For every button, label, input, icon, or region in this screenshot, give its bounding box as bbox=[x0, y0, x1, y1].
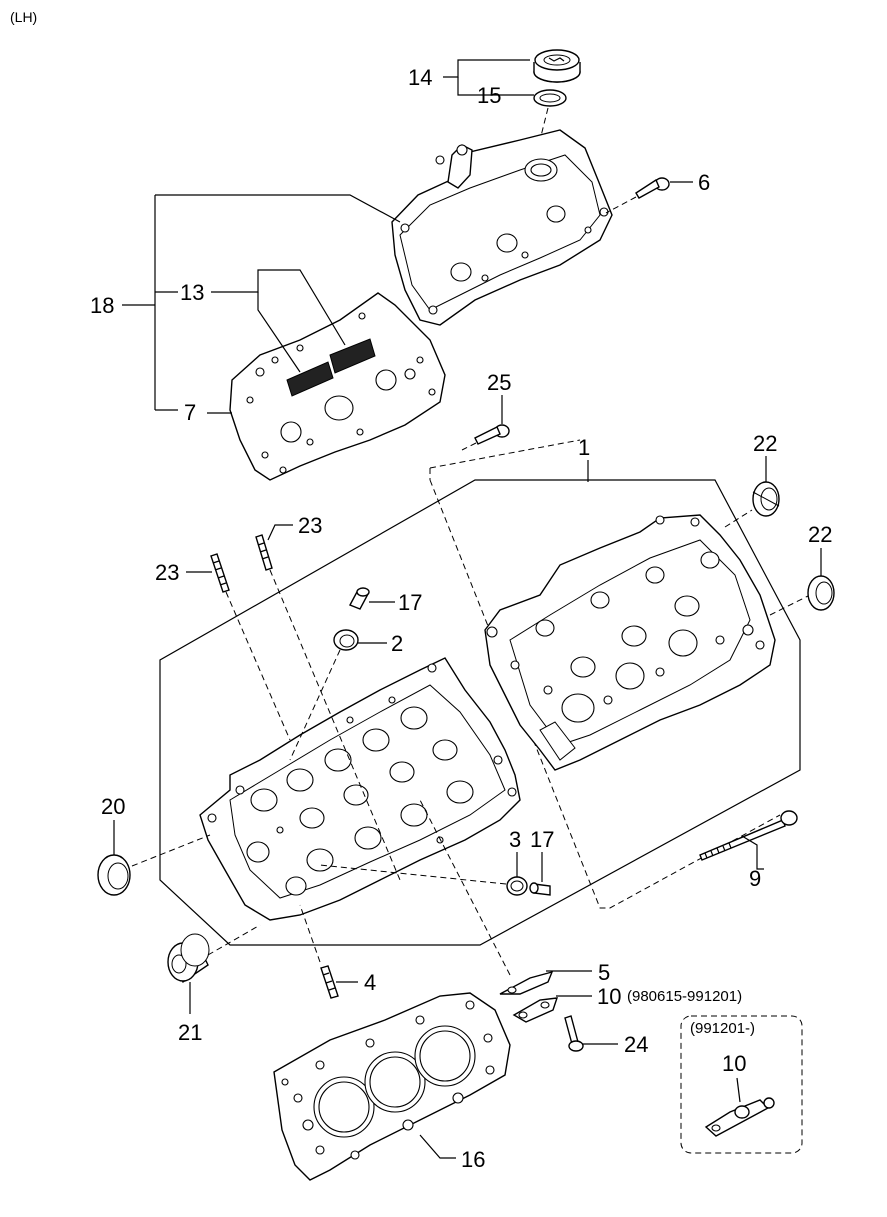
part-25-bolt[interactable] bbox=[474, 424, 510, 445]
part-17-valve-lifter-upper[interactable] bbox=[349, 587, 370, 610]
callout-22-lower: 22 bbox=[808, 522, 832, 547]
leader-5 bbox=[419, 799, 511, 976]
part-2-valve-seal-ring[interactable] bbox=[333, 629, 359, 651]
callout-21: 21 bbox=[178, 1020, 202, 1045]
leader-21 bbox=[207, 924, 261, 956]
part-4-stud-bolt[interactable] bbox=[320, 965, 339, 999]
part-22-camshaft-seal-lower[interactable] bbox=[807, 575, 835, 611]
callout-6: 6 bbox=[698, 170, 710, 195]
leader-22-upper bbox=[724, 509, 753, 528]
leader-22-lower bbox=[769, 595, 809, 616]
leader-6 bbox=[605, 196, 637, 214]
part-22-camshaft-seal-upper[interactable] bbox=[752, 481, 780, 517]
part-21-plug[interactable] bbox=[167, 933, 210, 984]
callout-4: 4 bbox=[364, 970, 376, 995]
callout-24: 24 bbox=[624, 1032, 648, 1057]
part-1-cylinder-head-top[interactable] bbox=[199, 657, 521, 921]
leader-2-down bbox=[289, 649, 341, 761]
side-indicator: (LH) bbox=[10, 9, 37, 25]
inset-date-range: (991201-) bbox=[690, 1020, 755, 1037]
callout-18: 18 bbox=[90, 293, 114, 318]
callout-20: 20 bbox=[101, 794, 125, 819]
leader-20 bbox=[131, 834, 211, 867]
callout-13: 13 bbox=[180, 280, 204, 305]
part-15-filler-cap-gasket[interactable] bbox=[533, 89, 567, 107]
part-10-bracket[interactable] bbox=[512, 997, 559, 1023]
callout-25: 25 bbox=[487, 370, 511, 395]
part-23-stud-upper[interactable] bbox=[255, 534, 273, 571]
leader-3 bbox=[319, 864, 507, 885]
callout-9: 9 bbox=[749, 866, 761, 891]
callout-14: 14 bbox=[408, 65, 432, 90]
callout-22-upper: 22 bbox=[753, 431, 777, 456]
part-6-cover-bolt[interactable] bbox=[635, 177, 670, 199]
inset-leader-10 bbox=[736, 1077, 741, 1103]
callout-leaders bbox=[113, 59, 822, 1159]
part-18-rocker-cover[interactable] bbox=[391, 129, 613, 326]
part-16-head-gasket[interactable] bbox=[273, 992, 511, 1181]
part-7-rocker-cover-gasket[interactable] bbox=[229, 292, 446, 481]
callout-23-lower: 23 bbox=[155, 560, 179, 585]
leader-23-upper-down bbox=[269, 569, 401, 881]
callout-17-lower: 17 bbox=[530, 827, 554, 852]
callout-15: 15 bbox=[477, 83, 501, 108]
inset-callout-10: 10 bbox=[722, 1051, 746, 1076]
part-14-oil-filler-cap[interactable] bbox=[533, 49, 581, 83]
leader-15-to-cover bbox=[539, 107, 549, 141]
part-24-bolt[interactable] bbox=[564, 1015, 584, 1052]
leader-25 bbox=[461, 442, 477, 451]
callout-10-date-range: (980615-991201) bbox=[627, 988, 742, 1005]
part-17-valve-lifter-lower[interactable] bbox=[529, 882, 551, 896]
part-5-gasket[interactable] bbox=[499, 970, 554, 995]
callout-16: 16 bbox=[461, 1147, 485, 1172]
part-1-assembly-outline bbox=[159, 479, 801, 946]
part-13-baffle-plates[interactable] bbox=[286, 338, 376, 397]
leader-4 bbox=[299, 904, 321, 963]
callout-23-upper: 23 bbox=[298, 513, 322, 538]
part-10-bracket-inset[interactable] bbox=[704, 1097, 775, 1137]
leader-23-lower-down bbox=[225, 591, 291, 741]
callout-10-dated: 10 bbox=[597, 984, 621, 1009]
inset-box bbox=[680, 1015, 803, 1154]
callout-numbers: 14 15 6 18 13 7 25 1 22 22 23 23 17 2 20… bbox=[90, 65, 832, 1172]
callout-7: 7 bbox=[184, 400, 196, 425]
callout-5: 5 bbox=[598, 960, 610, 985]
callout-3: 3 bbox=[509, 827, 521, 852]
part-3-seal-ring[interactable] bbox=[506, 876, 528, 896]
part-23-stud-lower[interactable] bbox=[210, 553, 230, 593]
part-9-head-bolt[interactable] bbox=[699, 810, 798, 861]
part-20-oil-seal[interactable] bbox=[97, 854, 131, 896]
callout-2: 2 bbox=[391, 631, 403, 656]
callout-17-upper: 17 bbox=[398, 590, 422, 615]
part-1-cylinder-head-underside[interactable] bbox=[484, 514, 776, 771]
callout-1: 1 bbox=[578, 435, 590, 460]
